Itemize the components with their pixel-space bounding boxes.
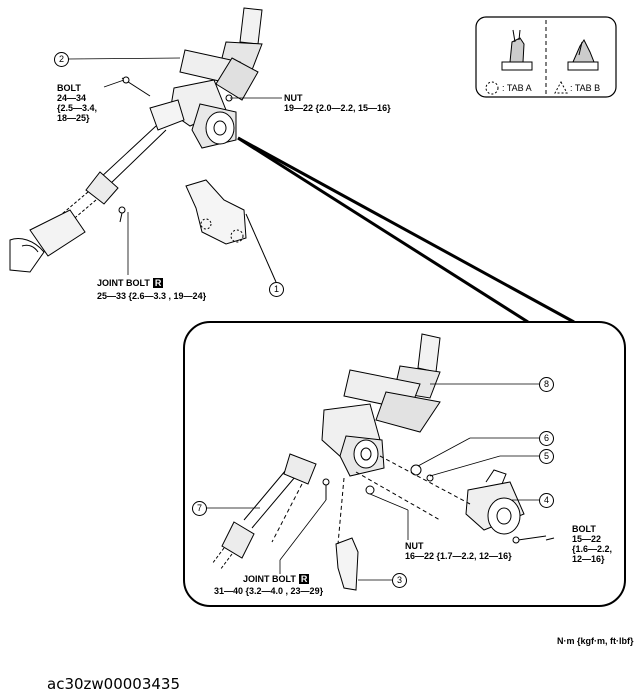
bolt-top-line1: 24—34 xyxy=(57,93,87,103)
joint-bolt-top-value: 25—33 {2.6—3.3 , 19—24} xyxy=(97,291,207,301)
tab-b-icon xyxy=(567,39,599,71)
detail-connector-lines xyxy=(237,136,575,324)
callout-8: 8 xyxy=(539,377,554,392)
nut-bottom-value: 16—22 {1.7—2.2, 12—16} xyxy=(405,551,512,561)
joint-bolt-bottom-value: 31—40 {3.2—4.0 , 23—29} xyxy=(214,586,324,596)
callout-3: 3 xyxy=(392,573,407,588)
bolt-top-title: BOLT xyxy=(57,83,81,93)
dash-insulator xyxy=(185,179,277,283)
nut-top-value: 19—22 {2.0—2.2, 15—16} xyxy=(284,103,391,113)
callout-1: 1 xyxy=(269,282,284,297)
nut-top-title: NUT xyxy=(284,93,303,103)
leader-lines-lower xyxy=(206,383,539,581)
bolt-bottom-line1: 15—22 xyxy=(572,534,602,544)
detail-view-box xyxy=(183,321,626,607)
bolt-bottom-title: BOLT xyxy=(572,524,596,534)
bolt-bottom-line2: {1.6—2.2, xyxy=(572,544,613,554)
callout-7: 7 xyxy=(192,501,207,516)
callout-6: 6 xyxy=(539,431,554,446)
callout-2: 2 xyxy=(54,52,69,67)
joint-bolt-top-title: JOINT BOLT xyxy=(97,278,150,288)
bolt-top-line3: 18—25} xyxy=(57,113,90,123)
detail-column-assembly xyxy=(211,333,555,591)
bolt-top-line2: {2.5—3.4, xyxy=(57,103,98,113)
tab-a-legend: : TAB A xyxy=(502,83,532,93)
steering-gear-hand xyxy=(9,209,86,273)
torque-units: N·m {kgf·m, ft·lbf} xyxy=(557,636,634,646)
tab-b-legend: : TAB B xyxy=(570,83,601,93)
upper-steering-column xyxy=(61,7,263,223)
callout-5: 5 xyxy=(539,449,554,464)
leader-lines-upper xyxy=(67,57,282,275)
bolt-bottom-line3: 12—16} xyxy=(572,554,605,564)
joint-bolt-bottom-title: JOINT BOLT xyxy=(243,574,296,584)
tab-legend-box xyxy=(475,16,617,98)
callout-4: 4 xyxy=(539,493,554,508)
joint-bolt-top-badge: R xyxy=(152,278,164,288)
joint-bolt-bottom-badge: R xyxy=(298,574,310,584)
figure-code: ac30zw00003435 xyxy=(47,675,181,693)
tab-a-symbol xyxy=(485,81,499,95)
tab-a-icon xyxy=(501,29,533,71)
nut-bottom-title: NUT xyxy=(405,541,424,551)
